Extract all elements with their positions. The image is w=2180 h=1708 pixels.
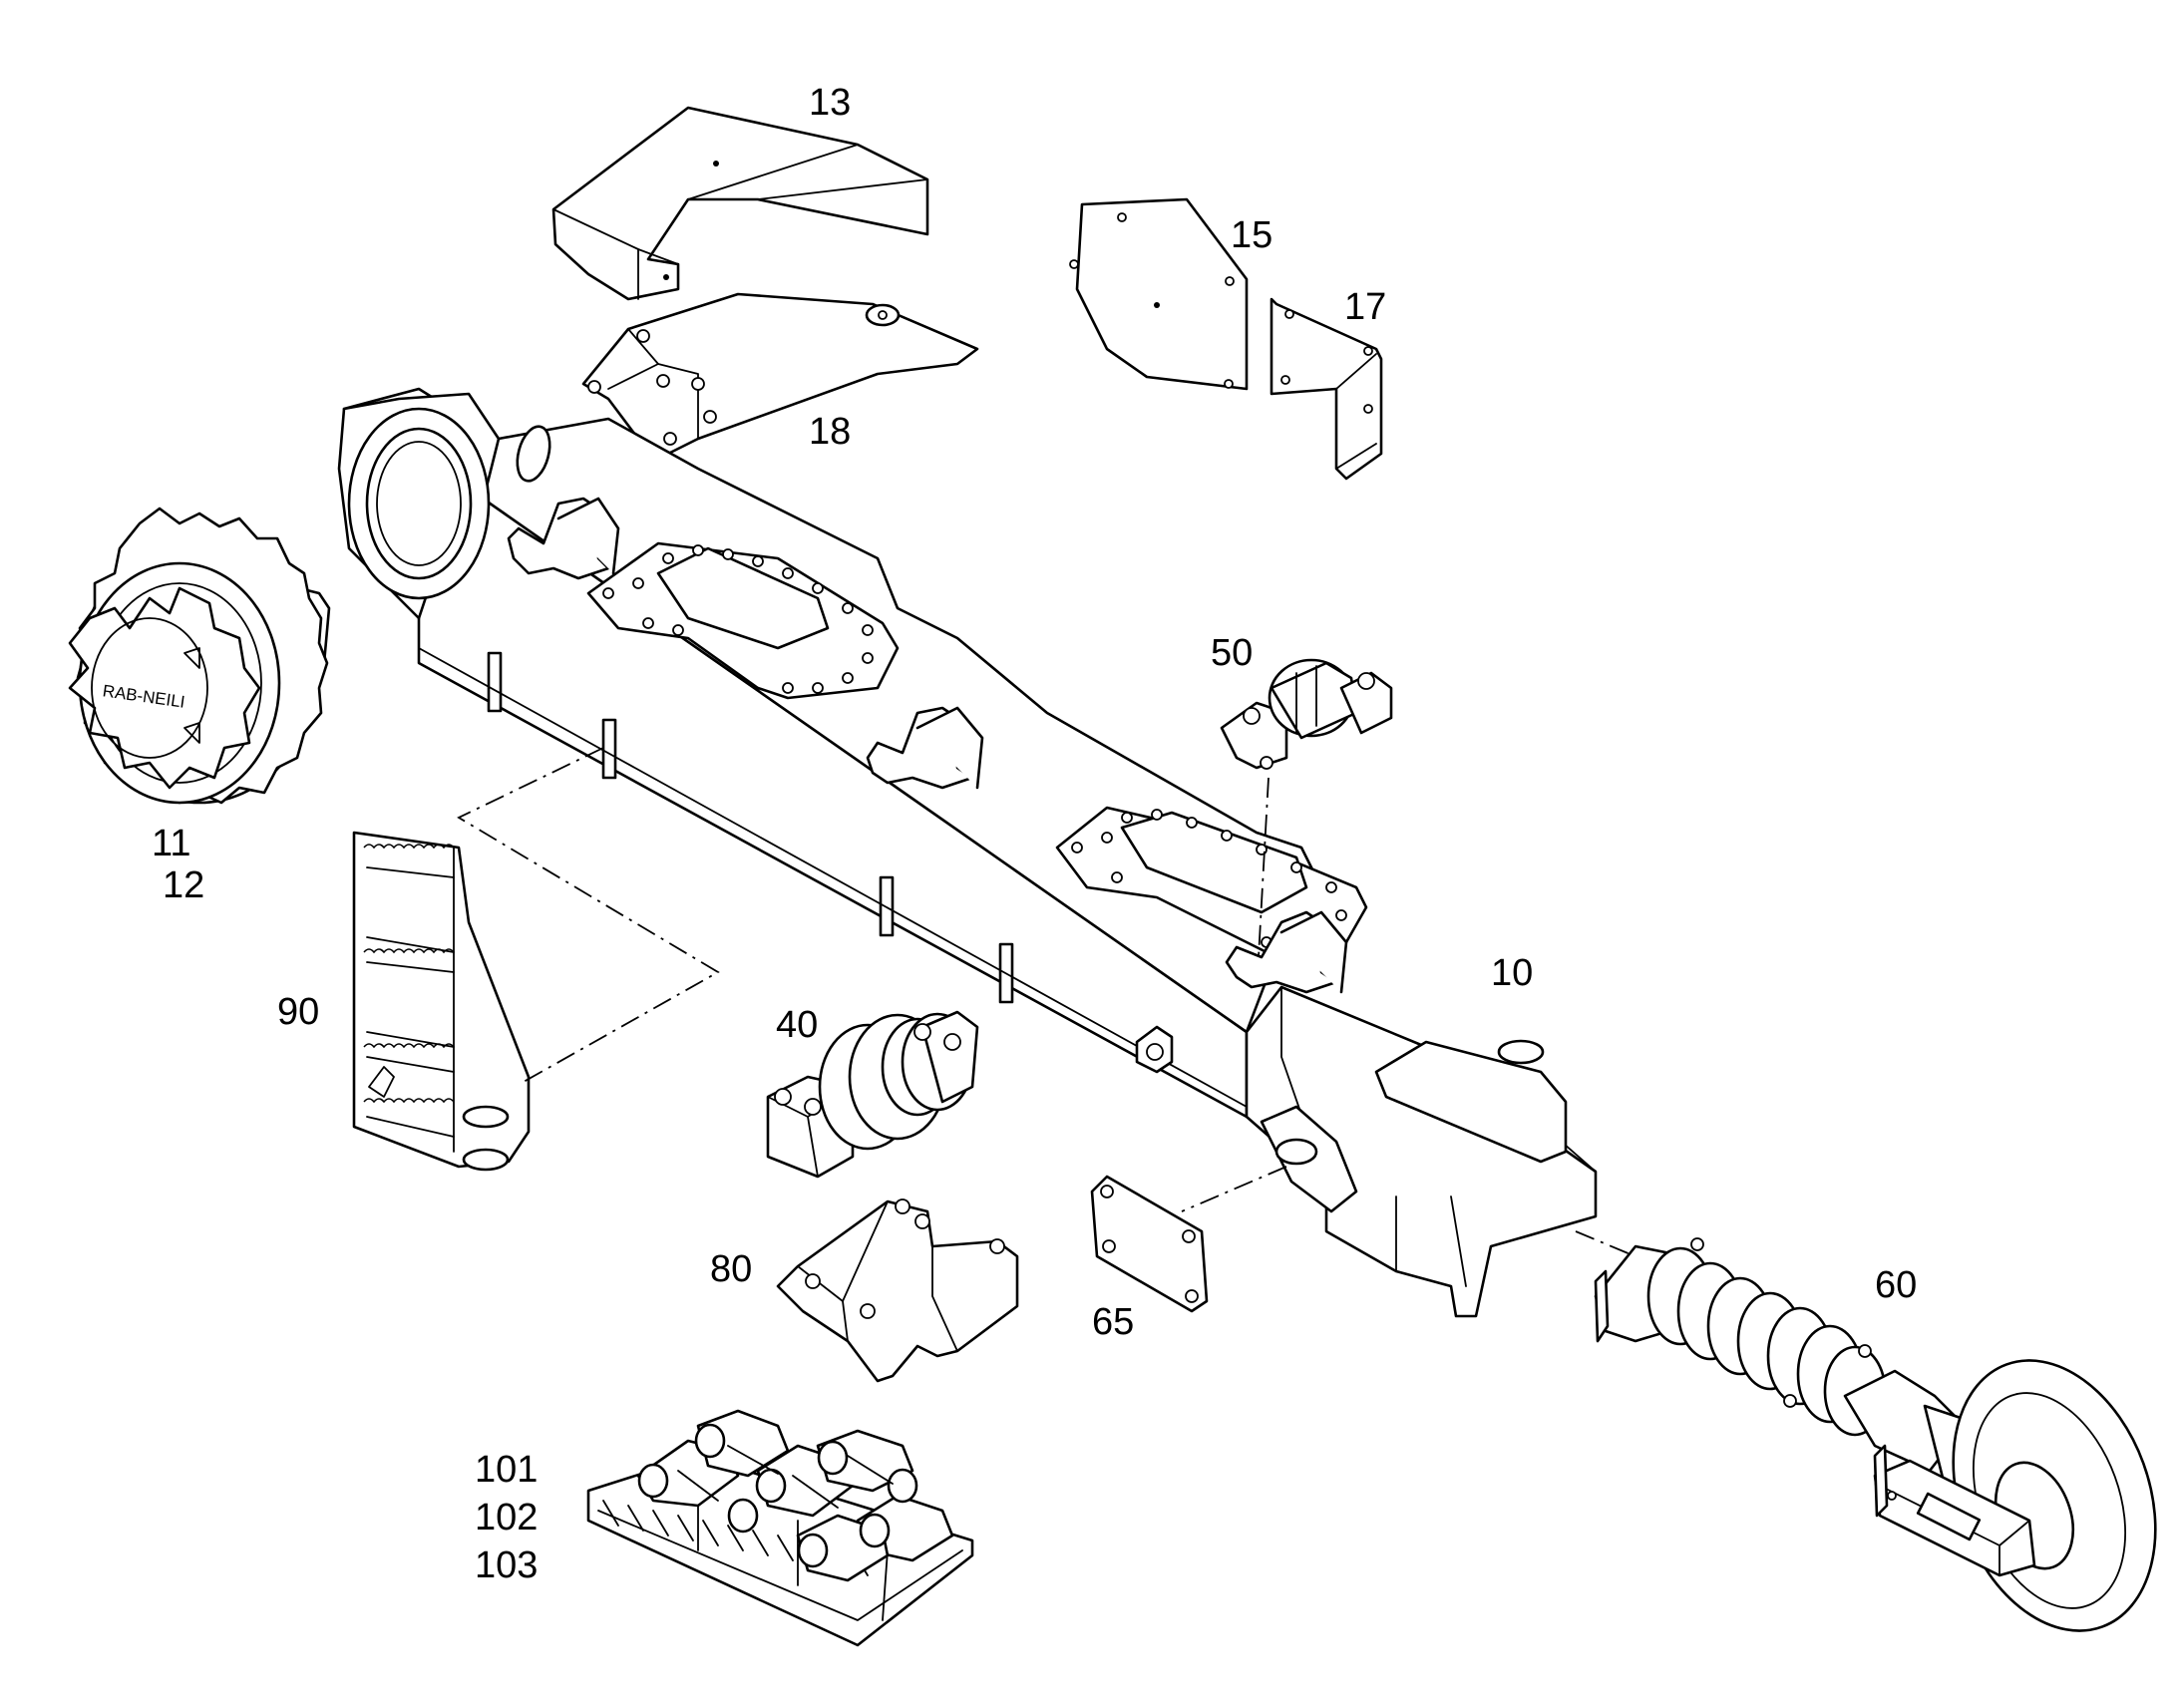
callout-11-12: 11 12 <box>152 820 204 909</box>
frame-clip <box>1135 1025 1174 1074</box>
callout-18: 18 <box>809 411 852 453</box>
callout-80: 80 <box>710 1248 753 1290</box>
part-80-roller-bracket[interactable] <box>776 1198 1019 1383</box>
callout-40: 40 <box>776 1004 819 1046</box>
callout-50: 50 <box>1211 632 1254 674</box>
part-18-bracket[interactable] <box>581 292 979 456</box>
part-13-cover[interactable] <box>551 106 929 301</box>
part-65-cover-plate[interactable] <box>1090 1175 1209 1313</box>
callout-11: 11 <box>152 823 191 864</box>
callout-60: 60 <box>1875 1264 1918 1306</box>
callout-10: 10 <box>1491 952 1534 994</box>
callout-90: 90 <box>277 991 320 1033</box>
part-60-idler-tensioner[interactable] <box>1594 1237 2180 1659</box>
callout-65: 65 <box>1092 1301 1135 1343</box>
guard-bolt-rows <box>363 844 455 1104</box>
part-11-12-sprocket[interactable]: RAB-NEILI <box>68 507 331 805</box>
part-101-103-track-chain[interactable] <box>586 1409 974 1647</box>
part-40-lower-roller[interactable] <box>766 1010 979 1179</box>
part-10-main-frame[interactable] <box>337 387 1598 1318</box>
callout-101-103: 101 102 103 <box>475 1446 538 1589</box>
callout-17: 17 <box>1344 286 1387 328</box>
callout-101: 101 <box>475 1449 539 1491</box>
track-pins <box>637 1423 918 1568</box>
assembly-leader-lines <box>457 747 1632 1255</box>
part-50-upper-roller[interactable] <box>1220 658 1393 770</box>
callout-102: 102 <box>475 1497 539 1538</box>
callout-15: 15 <box>1231 214 1273 256</box>
part-15-plate[interactable] <box>1069 197 1249 391</box>
callout-12: 12 <box>163 864 205 906</box>
part-17-plate[interactable] <box>1270 297 1383 481</box>
part-90-track-guard[interactable] <box>352 831 531 1172</box>
callout-103: 103 <box>475 1544 539 1586</box>
deck-bolts-rear <box>602 544 874 694</box>
callout-13: 13 <box>809 82 852 124</box>
